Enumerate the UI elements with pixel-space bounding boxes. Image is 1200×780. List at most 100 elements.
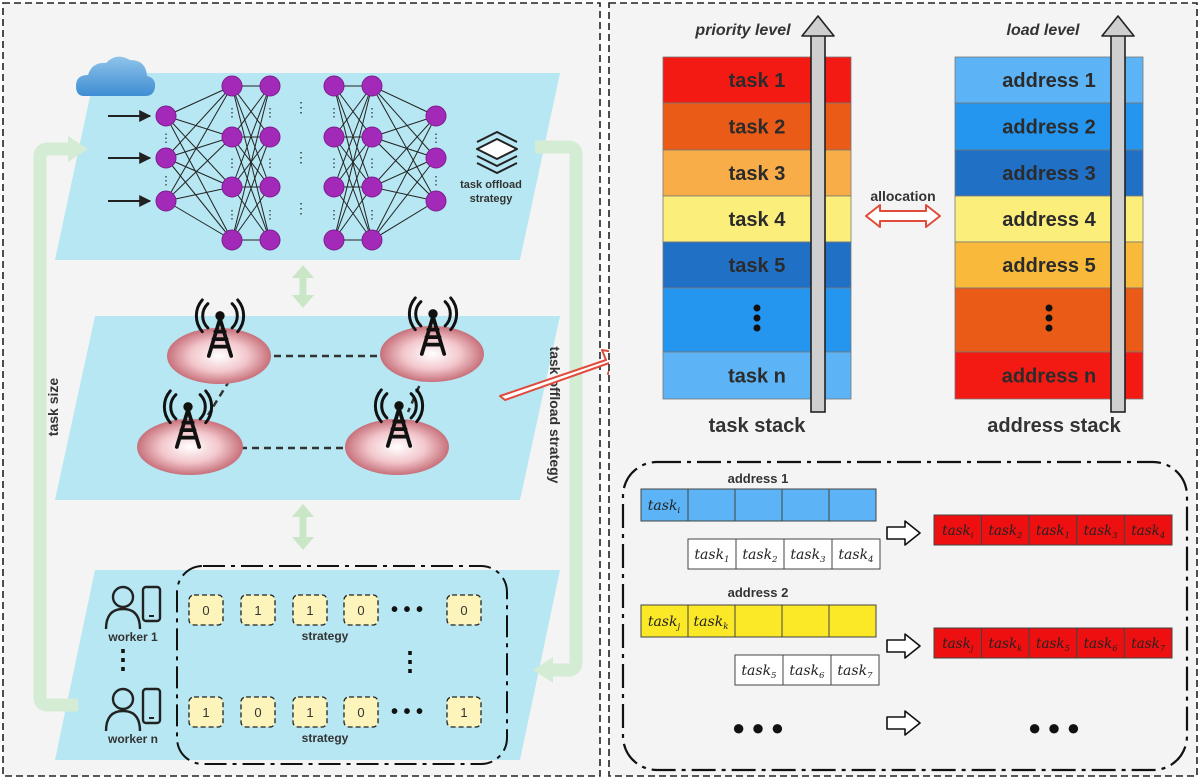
task-label: taski — [942, 523, 974, 540]
strategy-bit-cell — [446, 594, 482, 626]
nn-node — [361, 126, 383, 148]
plane-connector-1 — [292, 265, 314, 308]
nn-node — [323, 176, 345, 198]
stack-slot-label: address 5 — [1002, 255, 1095, 277]
result-slot — [1076, 627, 1125, 659]
result-slot — [1123, 627, 1173, 659]
result-slot — [933, 627, 983, 659]
strategy-bit-cell — [240, 594, 276, 626]
phone-icon — [141, 687, 162, 725]
nn-node-dots: ⋮ — [328, 106, 340, 120]
result-slot — [981, 627, 1030, 659]
strategy-bit: 0 — [357, 705, 364, 720]
stack-slot-label: task 2 — [729, 117, 786, 139]
task-label: task2 — [742, 547, 778, 565]
task-label: task6 — [789, 663, 825, 681]
task-stack-caption: task stack — [709, 415, 807, 437]
queue-slot — [640, 604, 689, 638]
load-arrow — [1101, 15, 1135, 413]
incoming-task-slot — [782, 654, 832, 686]
nn-edge — [231, 85, 271, 138]
strategy-bit: 1 — [306, 603, 313, 618]
base-station-network — [137, 296, 484, 475]
nn-node — [361, 229, 383, 251]
strategy-hdots: • • • — [391, 599, 423, 621]
nn-edge — [371, 115, 437, 138]
right-loop-arrow — [535, 140, 583, 677]
nn-node-dots: ⋮ — [264, 106, 276, 120]
nn-node-dots: ⋮ — [430, 131, 442, 145]
stack-ellipsis-dot — [1045, 314, 1053, 322]
stack-slot-label: address 2 — [1002, 117, 1095, 139]
more-queues-dots: ● ● ● — [732, 715, 784, 740]
nn-node-dots: ⋮ — [328, 156, 340, 170]
result-slot — [1028, 627, 1078, 659]
task-label: task5 — [741, 663, 776, 681]
strategy-frame — [176, 565, 508, 765]
nn-edge — [165, 186, 233, 202]
strategy-bit-cell — [240, 696, 276, 728]
nn-node — [259, 126, 281, 148]
stack-ellipsis-dot — [1045, 304, 1053, 312]
nn-edge — [333, 85, 373, 241]
strategy-label: strategy — [302, 629, 349, 643]
stack-slot-label: address 4 — [1002, 209, 1096, 231]
task-label: task3 — [790, 547, 826, 565]
nn-node — [155, 105, 177, 127]
left-loop-arrowhead — [68, 136, 88, 162]
nn-edge — [165, 85, 233, 159]
middle-plane — [55, 316, 560, 500]
nn-edge — [371, 85, 437, 159]
nn-edge — [231, 186, 271, 241]
nn-node — [155, 147, 177, 169]
strategy-caption-line1: task offload — [460, 179, 522, 191]
nn-edge — [333, 186, 373, 241]
nn-node-dots: ⋮ — [328, 208, 340, 222]
nn-node-dots: ⋮ — [366, 106, 378, 120]
nn-edge — [371, 157, 437, 188]
nn-edge — [371, 136, 437, 202]
nn-node-dots: ⋮ — [366, 208, 378, 222]
strategy-bit: 1 — [202, 705, 209, 720]
nn-node — [323, 126, 345, 148]
address-stack-caption: address stack — [987, 415, 1121, 437]
queue-slot — [734, 488, 783, 522]
nn-node — [259, 75, 281, 97]
nn-node — [221, 229, 243, 251]
nn-node — [155, 190, 177, 212]
task-label: taskj — [648, 614, 681, 632]
strategy-bit-cell — [343, 594, 379, 626]
queue-address-label: address 2 — [728, 585, 789, 600]
nn-edge — [165, 85, 233, 117]
nn-edge — [371, 85, 437, 202]
result-slot — [981, 514, 1030, 546]
nn-node-dots: ⋮ — [366, 156, 378, 170]
strategy-ellipsis: ⋮ — [397, 646, 423, 676]
queue-slot — [687, 604, 736, 638]
priority-arrow — [801, 15, 835, 413]
nn-edge — [231, 136, 271, 241]
task-label: task4 — [838, 547, 873, 565]
stack-slot-label: task 3 — [729, 163, 786, 185]
queue-slot — [828, 604, 877, 638]
task-label: task1 — [1036, 523, 1070, 540]
allocation-arrow — [865, 204, 941, 228]
nn-edge — [371, 157, 437, 241]
priority-level-label: priority level — [694, 22, 791, 39]
incoming-task-slot — [687, 538, 737, 570]
neural-network: ⋮⋮⋮⋮⋮⋮⋮⋮⋮⋮⋮⋮⋮⋮⋮⋮⋮⋮⋮ — [108, 75, 447, 251]
task-size-label: task size — [45, 378, 61, 437]
nn-node — [221, 176, 243, 198]
nn-node-dots: ⋮ — [226, 106, 238, 120]
task-label: taski — [648, 498, 681, 516]
nn-skip-dots: ⋮ — [294, 99, 308, 115]
nn-node — [259, 229, 281, 251]
stack-slot-label: address 3 — [1002, 163, 1095, 185]
nn-edge — [333, 136, 373, 241]
left-loop-arrow — [33, 142, 78, 712]
more-results-dots: ● ● ● — [1028, 715, 1080, 740]
stack-slot-label: task 5 — [729, 255, 786, 277]
